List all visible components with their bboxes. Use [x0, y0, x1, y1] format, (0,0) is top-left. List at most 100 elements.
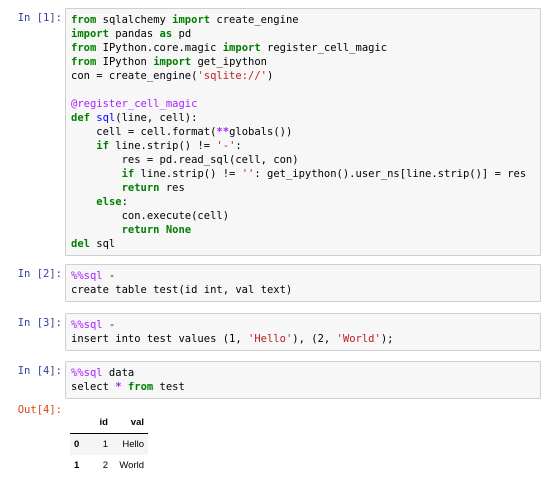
code-token: cell = cell.format(	[71, 126, 217, 138]
input-prompt: In [4]:	[17, 365, 62, 377]
code-line: %%sql -	[71, 318, 535, 332]
code-line: con.execute(cell)	[71, 209, 535, 223]
code-token: %%sql	[71, 270, 103, 282]
code-token: '-'	[216, 140, 236, 152]
table-index-cell: 1	[74, 460, 80, 471]
code-token: res = pd.read_sql(cell, con)	[71, 154, 299, 166]
code-line: from sqlalchemy import create_engine	[71, 13, 535, 27]
code-editor[interactable]: %%sql -create table test(id int, val tex…	[65, 264, 541, 302]
code-token: : get_ipython().user_ns[line.strip()] = …	[254, 168, 527, 180]
code-line: %%sql -	[71, 269, 535, 283]
code-token: None	[165, 224, 192, 236]
code-editor[interactable]: %%sql -insert into test values (1, 'Hell…	[65, 313, 541, 351]
code-token: from	[71, 14, 97, 26]
code-token: IPython.core.magic	[96, 42, 223, 54]
code-line: return None	[71, 223, 535, 237]
code-token: data	[102, 367, 135, 379]
input-prompt: In [2]:	[17, 268, 62, 280]
code-token: return	[121, 182, 160, 194]
code-token: 'Hello'	[248, 333, 293, 345]
code-token: test	[153, 381, 185, 393]
code-token: line.strip() !=	[134, 168, 242, 180]
table-row: 0 1 Hello	[70, 433, 148, 455]
code-token: create table test(id int, val text)	[71, 284, 293, 296]
code-token: :	[235, 140, 242, 152]
code-token: del	[71, 238, 90, 250]
code-line: con = create_engine('sqlite://')	[71, 69, 535, 83]
code-token: %%sql	[71, 367, 103, 379]
code-token: pd	[172, 28, 192, 40]
code-line: return res	[71, 181, 535, 195]
code-token: def	[71, 112, 90, 124]
input-prompt: In [3]:	[17, 317, 62, 329]
code-token: con = create_engine(	[71, 70, 198, 82]
code-token: -	[102, 270, 116, 282]
code-line: if line.strip() != '': get_ipython().use…	[71, 167, 535, 181]
code-token	[71, 182, 122, 194]
code-token	[71, 140, 96, 152]
code-token: con.execute(cell)	[71, 210, 230, 222]
code-token: );	[380, 333, 394, 345]
code-token: **	[216, 126, 230, 138]
code-token: :	[121, 196, 128, 208]
code-line: from IPython import get_ipython	[71, 55, 535, 69]
table-index-header	[70, 412, 90, 434]
dataframe-table: id val 0 1 Hello 1 2 World	[70, 412, 148, 476]
code-line: def sql(line, cell):	[71, 111, 535, 125]
code-token: @register_cell_magic	[71, 98, 198, 110]
table-cell: 2	[102, 460, 108, 471]
code-line: cell = cell.format(**globals())	[71, 125, 535, 139]
code-token: sqlalchemy	[96, 14, 173, 26]
code-token: 'sqlite://'	[197, 70, 267, 82]
code-token: 'World'	[336, 333, 381, 345]
code-token: import	[71, 28, 109, 40]
code-token: ), (2,	[292, 333, 337, 345]
code-token: IPython	[96, 56, 154, 68]
code-line: insert into test values (1, 'Hello'), (2…	[71, 332, 535, 346]
code-line: @register_cell_magic	[71, 97, 535, 111]
code-token: res	[159, 182, 185, 194]
code-token: sql	[89, 238, 116, 250]
code-token: get_ipython	[191, 56, 267, 68]
code-token	[71, 224, 122, 236]
code-line: create table test(id int, val text)	[71, 283, 535, 297]
code-token: sql	[96, 112, 116, 124]
code-token: ''	[241, 168, 255, 180]
code-token: if	[96, 140, 109, 152]
table-cell: World	[119, 460, 144, 471]
table-index-cell: 0	[74, 439, 80, 450]
code-line: select * from test	[71, 380, 535, 394]
code-line: import pandas as pd	[71, 27, 535, 41]
code-token: -	[102, 319, 116, 331]
code-token: from	[71, 42, 97, 54]
table-cell: Hello	[122, 439, 144, 450]
input-prompt: In [1]:	[17, 12, 62, 24]
code-token: return	[121, 224, 160, 236]
code-line: else:	[71, 195, 535, 209]
code-token	[71, 196, 96, 208]
output-area: Out[4]: id val 0 1 Hello 1 2 World	[0, 404, 541, 481]
table-column-header: val	[112, 412, 148, 434]
output-prompt: Out[4]:	[17, 404, 62, 416]
code-token: (line, cell):	[115, 112, 198, 124]
code-token	[71, 168, 122, 180]
code-line: del sql	[71, 237, 535, 251]
code-line: %%sql data	[71, 366, 535, 380]
code-line: res = pd.read_sql(cell, con)	[71, 153, 535, 167]
code-token: %%sql	[71, 319, 103, 331]
code-line: if line.strip() != '-':	[71, 139, 535, 153]
table-column-header: id	[90, 412, 112, 434]
table-header-row: id val	[70, 412, 148, 434]
code-line: from IPython.core.magic import register_…	[71, 41, 535, 55]
code-token: register_cell_magic	[260, 42, 388, 54]
code-token: globals())	[229, 126, 293, 138]
code-token: from	[127, 381, 154, 393]
code-token: line.strip() !=	[108, 140, 217, 152]
code-token: as	[159, 28, 173, 40]
code-token: if	[121, 168, 135, 180]
table-row: 1 2 World	[70, 455, 148, 476]
code-token: select	[71, 381, 116, 393]
code-token: import	[153, 56, 192, 68]
